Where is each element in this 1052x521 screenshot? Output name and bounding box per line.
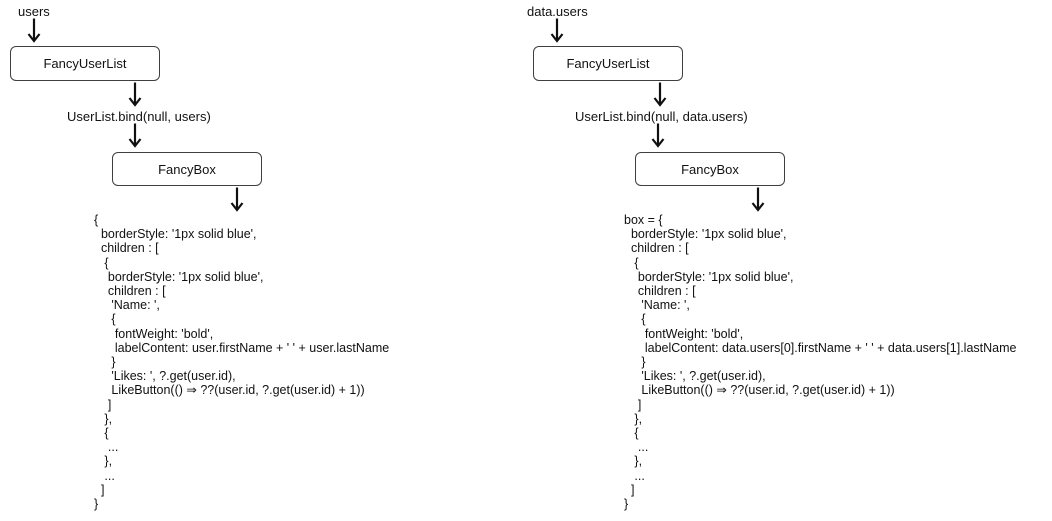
arrow-down-icon xyxy=(550,18,564,43)
arrow-down-icon xyxy=(751,187,765,212)
render-target-box: FancyBox xyxy=(635,152,785,186)
arrow-down-icon xyxy=(128,123,142,148)
arrow-down-icon xyxy=(651,123,665,148)
render-target-box-label: FancyBox xyxy=(158,161,216,177)
diagram-left: users FancyUserList UserList.bind(null, … xyxy=(10,4,390,512)
component-box: FancyUserList xyxy=(533,46,683,81)
arrow-down-icon xyxy=(128,82,142,107)
source-label: users xyxy=(18,4,50,19)
source-label: data.users xyxy=(527,4,588,19)
render-target-box-label: FancyBox xyxy=(681,161,739,177)
arrow-down-icon xyxy=(230,187,244,212)
code-block: { borderStyle: '1px solid blue', childre… xyxy=(94,213,390,512)
component-box-label: FancyUserList xyxy=(566,56,650,71)
render-target-box: FancyBox xyxy=(112,152,262,186)
bind-expression: UserList.bind(null, users) xyxy=(67,109,211,124)
arrow-down-icon xyxy=(653,82,667,107)
arrow-down-icon xyxy=(27,18,41,43)
bind-expression: UserList.bind(null, data.users) xyxy=(575,109,748,124)
component-box-label: FancyUserList xyxy=(43,56,127,71)
component-box: FancyUserList xyxy=(10,46,160,81)
code-block: box = { borderStyle: '1px solid blue', c… xyxy=(624,213,1017,512)
